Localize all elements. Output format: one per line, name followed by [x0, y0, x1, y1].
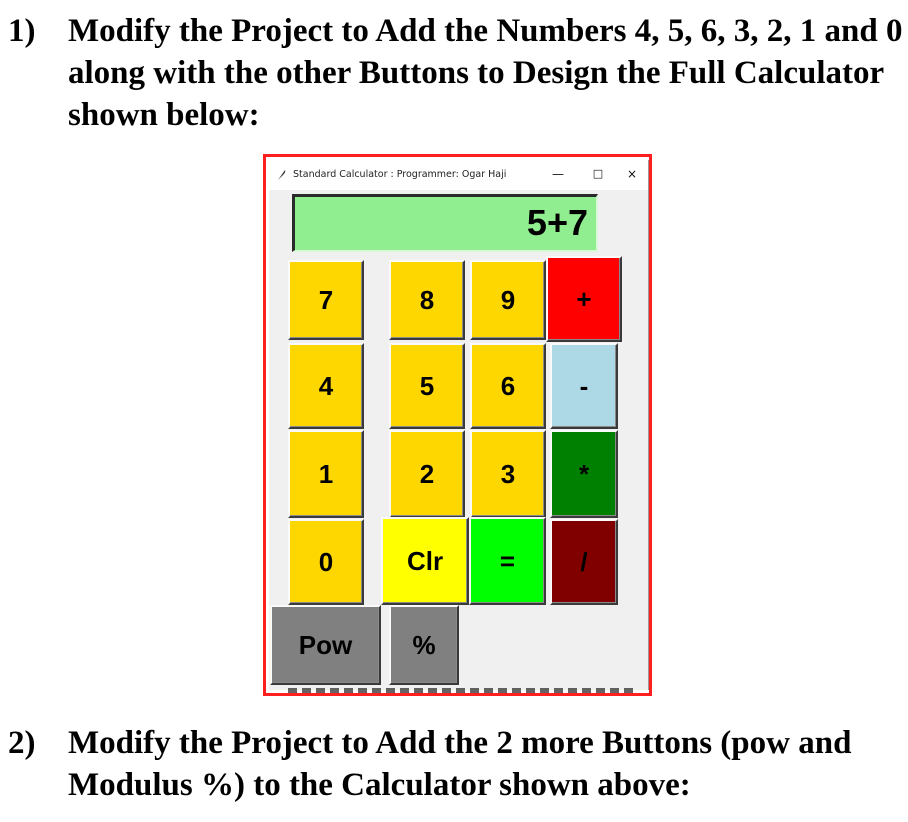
pow-button[interactable]: Pow — [270, 605, 381, 685]
clipped-text-strip — [288, 688, 638, 693]
digit-5-button[interactable]: 5 — [389, 343, 465, 429]
modulus-button[interactable]: % — [389, 605, 459, 685]
digit-3-button[interactable]: 3 — [470, 430, 546, 518]
equals-button[interactable]: = — [469, 517, 546, 605]
title-bar[interactable]: Standard Calculator : Programmer: Ogar H… — [269, 160, 648, 190]
digit-9-button[interactable]: 9 — [470, 260, 546, 340]
divide-button[interactable]: / — [550, 519, 618, 605]
calculator-display: 5+7 — [292, 194, 598, 252]
digit-1-button[interactable]: 1 — [288, 430, 364, 518]
plus-button[interactable]: + — [546, 256, 622, 342]
minimize-button[interactable]: — — [552, 167, 564, 181]
question-text: Modify the Project to Add the Numbers 4,… — [68, 13, 903, 133]
calculator-screenshot: Standard Calculator : Programmer: Ogar H… — [263, 154, 652, 696]
digit-8-button[interactable]: 8 — [389, 260, 465, 340]
digit-7-button[interactable]: 7 — [288, 260, 364, 340]
digit-6-button[interactable]: 6 — [470, 343, 546, 429]
question-number: 2) — [8, 725, 36, 761]
multiply-button[interactable]: * — [550, 430, 618, 518]
question-number: 1) — [8, 13, 36, 49]
calculator-window: Standard Calculator : Programmer: Ogar H… — [269, 160, 649, 690]
digit-0-button[interactable]: 0 — [288, 519, 364, 605]
feather-icon — [278, 170, 286, 180]
maximize-button[interactable]: □ — [592, 167, 604, 180]
close-button[interactable]: × — [626, 167, 638, 181]
question-text: Modify the Project to Add the 2 more But… — [68, 725, 852, 803]
clear-button[interactable]: Clr — [381, 517, 469, 605]
digit-4-button[interactable]: 4 — [288, 343, 364, 429]
minus-button[interactable]: - — [550, 343, 618, 429]
digit-2-button[interactable]: 2 — [389, 430, 465, 518]
window-title: Standard Calculator : Programmer: Ogar H… — [293, 169, 507, 180]
